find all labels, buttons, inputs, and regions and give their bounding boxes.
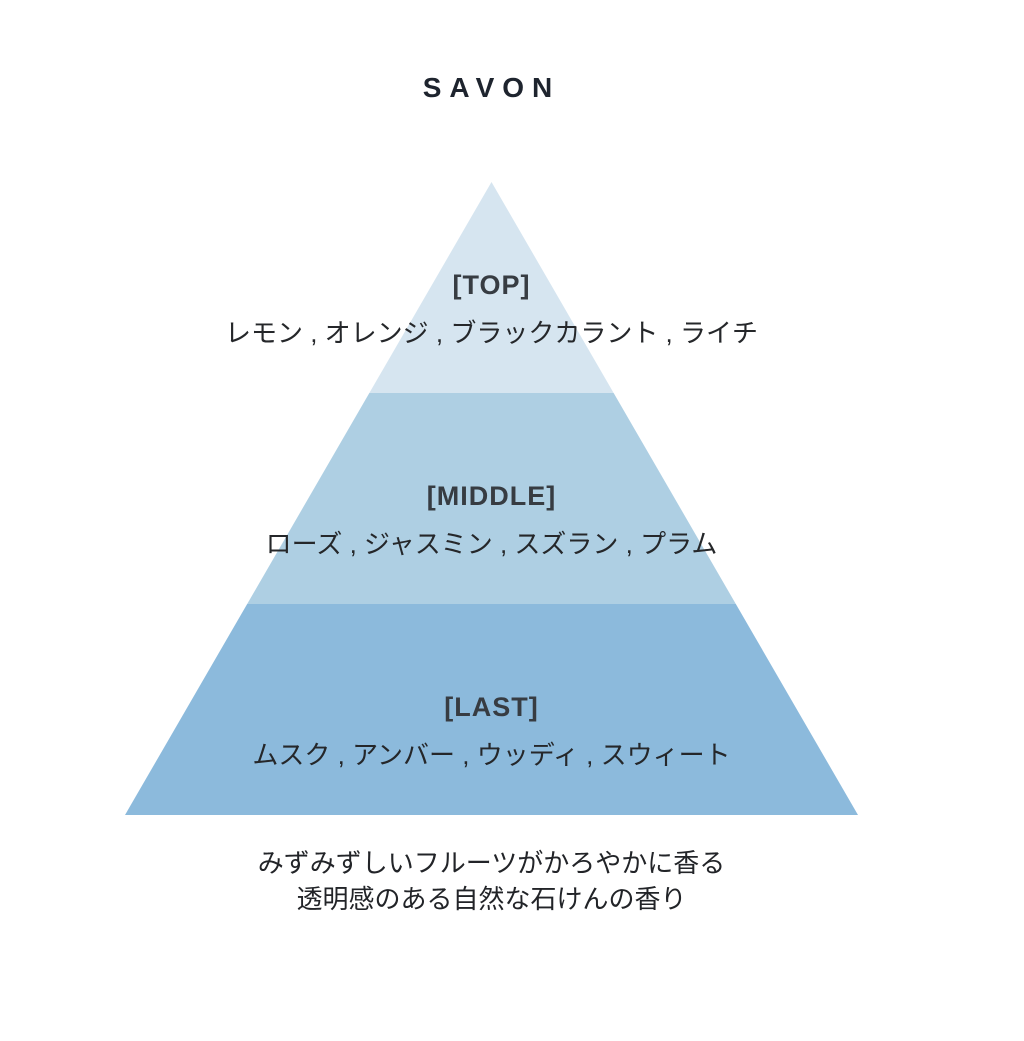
pyramid-tier-middle-band xyxy=(125,393,858,604)
description-line-2: 透明感のある自然な石けんの香り xyxy=(296,884,687,914)
fragrance-pyramid xyxy=(125,182,858,815)
pyramid-tier-last-band xyxy=(125,604,858,815)
fragrance-description: みずみずしいフルーツがかろやかに香る 透明感のある自然な石けんの香り xyxy=(125,845,858,917)
description-line-1: みずみずしいフルーツがかろやかに香る xyxy=(257,848,726,878)
pyramid-tier-top-band xyxy=(125,182,858,393)
page-title: SAVON xyxy=(422,72,561,103)
